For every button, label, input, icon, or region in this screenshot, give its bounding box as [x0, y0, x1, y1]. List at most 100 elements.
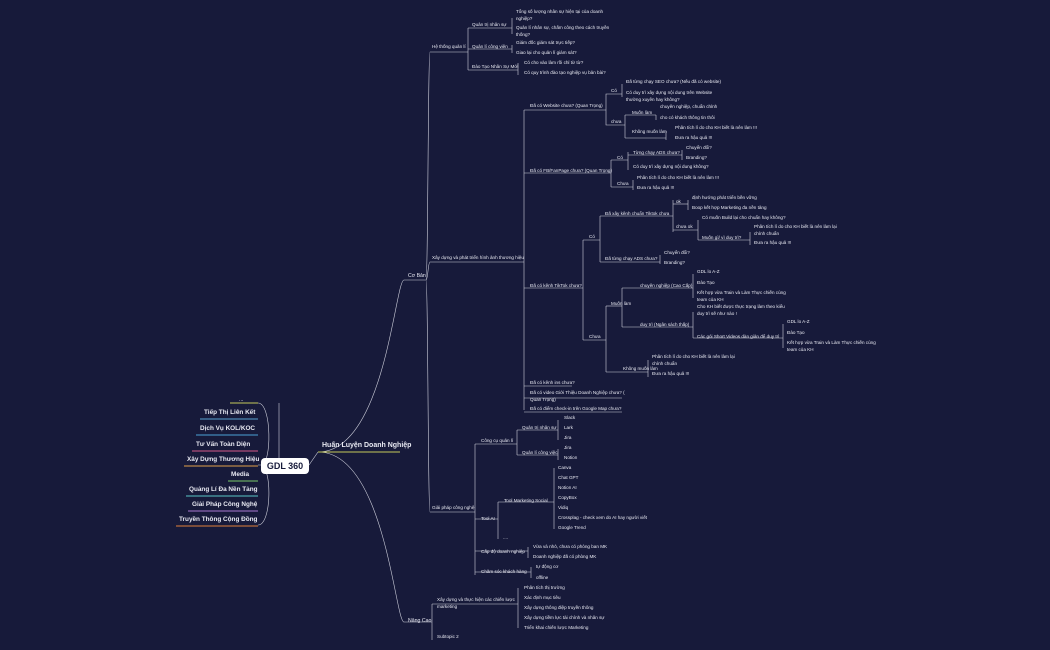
node-gdl-az[interactable]: GDL lo A-Z	[697, 269, 720, 274]
node-tu-dong[interactable]: tự động cơ	[536, 564, 559, 569]
node-crossplag[interactable]: Crossplag - check xem do AI hay người vi…	[558, 515, 648, 520]
left-branch-tech[interactable]: Giải Pháp Công Nghệ	[192, 501, 258, 508]
root-node[interactable]: GDL 360	[261, 458, 309, 474]
node-muon-lam[interactable]: Muốn làm	[632, 110, 653, 115]
node-subtopic[interactable]: Subtopic 2	[437, 634, 459, 639]
left-branch-community[interactable]: Truyền Thông Cộng Đồng	[179, 516, 258, 523]
node-phan-tich[interactable]: Phân tích lí do cho KH biết là nên làm !…	[675, 125, 757, 130]
node-cham-soc[interactable]: Chăm sóc khách hàng	[481, 569, 527, 574]
node-he-thong[interactable]: Hệ thống quản lí	[432, 44, 466, 49]
node-giao-cho[interactable]: Giao lại cho quản lí giám sát?	[516, 50, 577, 55]
left-branch-brand[interactable]: Xây Dựng Thương Hiệu	[187, 456, 260, 463]
node-tt-branding[interactable]: Branding?	[664, 260, 685, 265]
node-fb-dua-ra[interactable]: Đưa ra hậu quả !!!	[637, 185, 675, 190]
node-co-duy-tri[interactable]: Có duy trì xây dựng nội dung trên Websit…	[626, 90, 713, 102]
left-branch-consult[interactable]: Tư Vấn Toàn Diện	[196, 441, 251, 448]
node-ok[interactable]: ok	[676, 199, 681, 204]
node-tool-mk[interactable]: Tool Marketing Social	[504, 498, 548, 503]
node-vidiq[interactable]: Vidiq	[558, 505, 569, 510]
node-xay-dung-hinh-anh[interactable]: Xây dựng và phát triển hình ảnh thương h…	[432, 255, 524, 260]
node-pt-thi-truong[interactable]: Phân tích thị trường	[524, 585, 565, 590]
node-fb-phan-tich[interactable]: Phân tích lí do cho KH biết là nên làm !…	[637, 175, 719, 180]
node-xd-thong-diep[interactable]: Xây dựng thông điệp truyền thông	[524, 605, 594, 610]
left-branch-more[interactable]: ...	[239, 397, 244, 403]
node-tiktok-chua[interactable]: Chưa	[589, 334, 601, 339]
node-gdl-az-2[interactable]: GDL lo A-Z	[787, 319, 810, 324]
node-dua-ra-lai[interactable]: Đưa ra hậu quả !!!	[754, 240, 792, 245]
node-dinh-huong[interactable]: định hướng phát triển bền vững	[692, 195, 757, 200]
node-cho-co[interactable]: cho có khách thông tin thôi	[660, 115, 715, 120]
node-co-quy-trinh[interactable]: Có quy trình đào tạo nghiệp vụ bản bài?	[524, 70, 606, 75]
node-da-tung-ads[interactable]: Đã từng chạy ADS chưa?	[605, 256, 658, 261]
node-ket-hop-2[interactable]: Kết hợp vừa Train và Làm Thực chiến cùng…	[787, 340, 876, 352]
node-jira-2[interactable]: Jira	[564, 445, 572, 450]
left-branch-multiplatform[interactable]: Quảng Lí Đa Nền Tảng	[189, 486, 258, 493]
node-da-tung-seo[interactable]: Đã từng chạy SEO chưa? (Nếu đã có websit…	[626, 79, 722, 84]
node-muon-lam2[interactable]: Muốn làm	[611, 301, 632, 306]
node-website-co[interactable]: Có	[611, 88, 617, 93]
node-ql-cv[interactable]: Quản lí công việc	[522, 450, 558, 455]
node-boop[interactable]: Boop kết hợp Marketing đa nền tảng	[692, 205, 767, 210]
node-dao-tao-2[interactable]: Đào Tạo	[787, 330, 805, 335]
node-duy-tri[interactable]: duy trì (Ngân sách thấp)	[640, 322, 690, 327]
node-dao-tao[interactable]: Đào Tạo	[697, 280, 715, 285]
node-muon-gi[interactable]: Muốn gì/ vì duy trì?	[702, 235, 742, 240]
node-tiktok-co[interactable]: Có	[589, 234, 595, 239]
node-chuyen-nghiep-cc[interactable]: chuyên nghiệp (Cao Cấp)	[640, 283, 693, 288]
node-tool-ai[interactable]: Tool AI	[481, 516, 495, 521]
node-dao-tao-ns[interactable]: Đào Tạo Nhân Sự Mới	[472, 64, 519, 69]
node-cac-goi[interactable]: Các gói Short Videos dàn giản để duy trì	[697, 334, 780, 339]
node-dn-da-co[interactable]: Doanh nghiệp đã có phòng MK	[533, 554, 597, 559]
node-nang-cao[interactable]: Nâng Cao	[408, 618, 432, 624]
node-trien-khai[interactable]: Triển khai chiến lược Marketing	[524, 625, 589, 630]
node-offline[interactable]: offline	[536, 575, 549, 580]
node-website[interactable]: Đã có Website chưa? (Quan Trọng)	[530, 103, 603, 108]
node-tung-ads[interactable]: Từng chạy ADS chưa?	[633, 150, 680, 155]
node-vua-nho[interactable]: Vừa và nhỏ, chưa có phòng ban MK	[533, 544, 608, 549]
node-co-duy-tri-nd[interactable]: Có duy trì xây dựng nội dung không?	[633, 164, 709, 169]
node-chuyen-doi[interactable]: Chuyển đổi?	[686, 145, 712, 150]
node-da-xay-tt[interactable]: Đã xây kênh chuẩn Tiktok chưa	[605, 211, 670, 216]
node-youtube[interactable]: Đã có kênh ins chưa?	[530, 380, 575, 385]
node-co-muon[interactable]: Có muốn Build lại cho chuẩn hay không?	[702, 215, 786, 220]
node-canva[interactable]: Canva	[558, 465, 572, 470]
node-gg-map[interactable]: Đã có điểm check-in trên Google Map chưa…	[530, 406, 622, 411]
node-cho-kh[interactable]: Cho KH biết được thực trạng làm theo kiể…	[697, 304, 785, 316]
node-xd-tiem-luc[interactable]: Xây dựng tiềm lực tài chính và nhân sự	[524, 615, 605, 620]
node-tt-chuyen-doi[interactable]: Chuyển đổi?	[664, 250, 690, 255]
node-lark[interactable]: Lark	[564, 425, 573, 430]
node-xac-dinh[interactable]: Xác định mục tiêu	[524, 595, 561, 600]
node-chua-ok[interactable]: chưa ok	[676, 224, 693, 229]
node-website-chua[interactable]: chưa	[611, 119, 622, 124]
node-phan-tich3[interactable]: Phân tích lí do cho KH biết là nên làm l…	[652, 354, 735, 366]
node-co-ban[interactable]: Cơ Bản	[408, 273, 426, 279]
node-phan-tich-lai[interactable]: Phân tích lí do cho KH biết là nên làm l…	[754, 224, 837, 236]
node-video-gt[interactable]: Đã có video Giới Thiệu Doanh Nghiệp chưa…	[530, 390, 625, 402]
node-qt-nhan-su[interactable]: Quản trị nhân sự	[472, 22, 507, 27]
node-co-cho-vao[interactable]: Có cho vào làm rồi chỉ từ từ?	[524, 60, 584, 65]
node-slack[interactable]: Slack	[564, 415, 576, 420]
node-fanpage[interactable]: Đã có FB/FanPage chưa? (Quan Trọng)	[530, 168, 612, 173]
node-quan-li-ns[interactable]: Quản lí nhân sự, chấm công theo cách tru…	[516, 25, 610, 37]
node-qt-cong-viec[interactable]: Quản lí công viên	[472, 44, 508, 49]
node-cap-do[interactable]: Cấp độ doanh nghiệp	[481, 549, 525, 554]
main-branch-title[interactable]: Huấn Luyện Doanh Nghiệp	[322, 442, 412, 449]
node-giao-viec[interactable]: Giám đốc giám sát trực tiếp?	[516, 40, 575, 45]
node-fb-co[interactable]: Có	[617, 155, 623, 160]
node-dua-ra3[interactable]: Đưa ra hậu quả !!!	[652, 371, 690, 376]
node-jira[interactable]: Jira	[564, 435, 572, 440]
node-xd-thuc-hien[interactable]: Xây dựng và thực hiện các chiến lược mar…	[437, 597, 515, 609]
node-branding[interactable]: Branding?	[686, 155, 707, 160]
node-tong-so[interactable]: Tổng số lượng nhân sự hiện tại của doanh…	[516, 9, 604, 21]
node-notion[interactable]: Notion	[564, 455, 578, 460]
node-giai-phap[interactable]: Giải pháp công nghệ	[432, 505, 475, 510]
node-chatgpt[interactable]: Chat GPT	[558, 475, 579, 480]
node-chuyen-nghiep[interactable]: chuyên nghiệp, chuẩn chỉnh	[660, 104, 718, 109]
left-branch-media[interactable]: Media	[231, 471, 250, 478]
node-dua-ra[interactable]: Đưa ra hậu quả !!!	[675, 135, 713, 140]
node-fb-chua[interactable]: Chưa	[617, 181, 629, 186]
node-qt-ns2[interactable]: Quản trị nhân sự	[522, 425, 557, 430]
node-cong-cu[interactable]: Công cụ quản lí	[481, 438, 514, 443]
node-copyai[interactable]: CopyBox	[558, 495, 577, 500]
node-khong-muon[interactable]: Không muốn làm	[632, 129, 667, 134]
